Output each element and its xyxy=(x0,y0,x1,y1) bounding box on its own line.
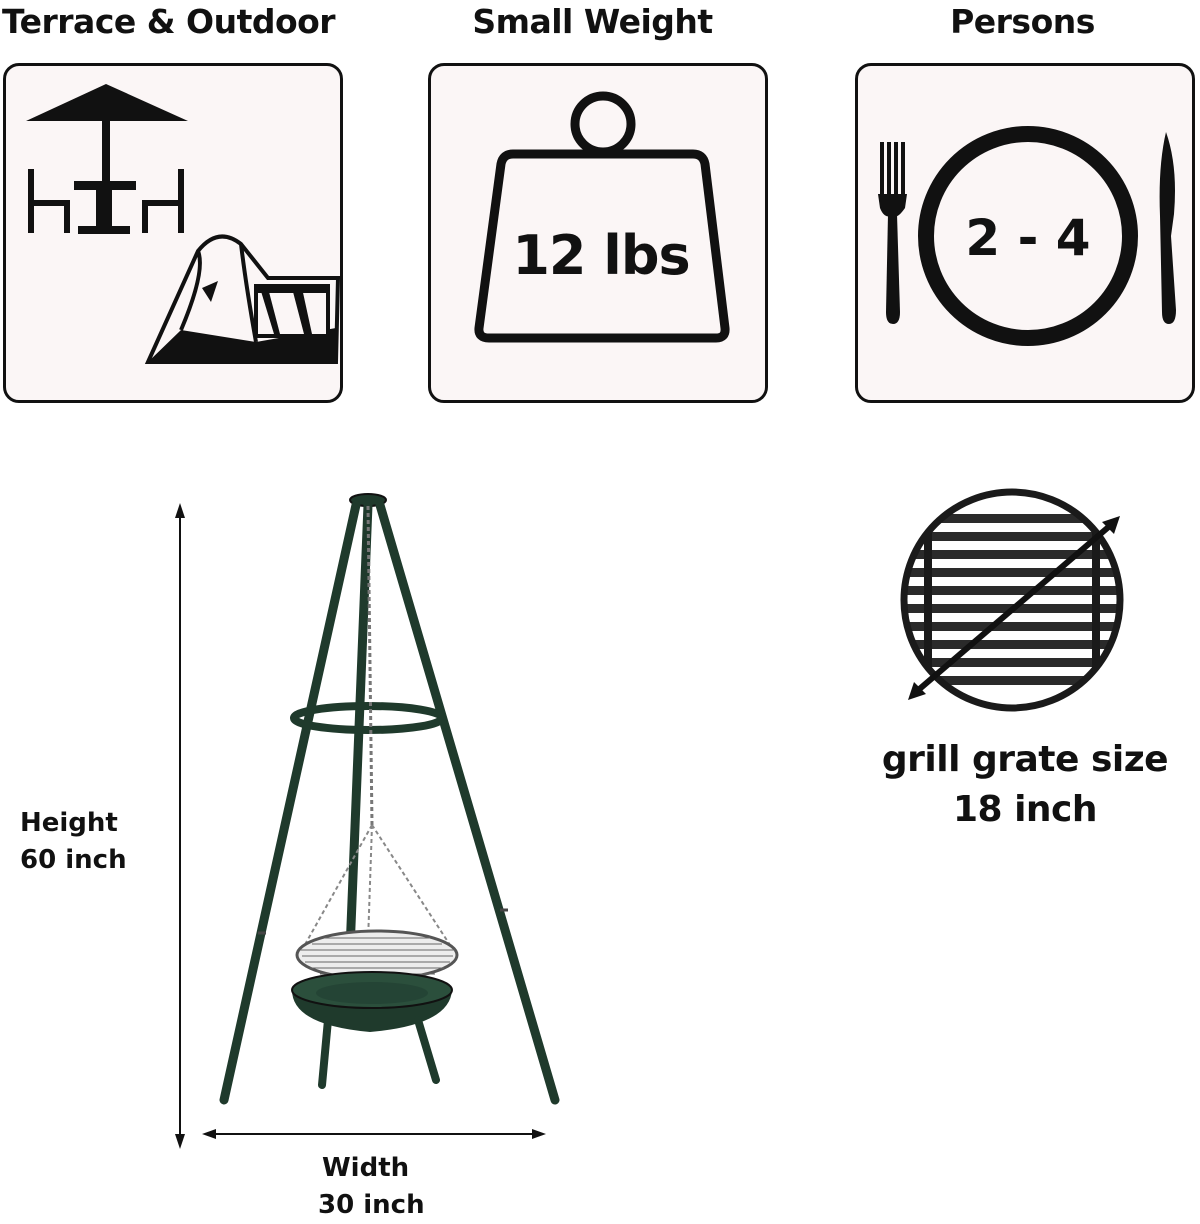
grate-size-label: grill grate size xyxy=(881,739,1169,780)
grate-size-value: 18 inch xyxy=(952,789,1098,830)
small-weight-title: Small Weight xyxy=(472,2,713,41)
persons-card: 2 - 4 xyxy=(855,63,1195,403)
weight-value: 12 lbs xyxy=(512,224,690,287)
height-arrow xyxy=(175,503,185,1149)
terrace-outdoor-card xyxy=(3,63,343,403)
tripod-grill xyxy=(219,493,560,1105)
small-weight-card: 12 lbs xyxy=(428,63,768,403)
height-label: Height xyxy=(20,808,118,838)
persons-value: 2 - 4 xyxy=(965,209,1091,267)
height-value: 60 inch xyxy=(20,845,127,875)
terrace-outdoor-title: Terrace & Outdoor xyxy=(2,2,336,41)
width-label: Width xyxy=(322,1153,410,1183)
plate-and-cutlery-icon xyxy=(878,126,1176,346)
patio-and-tent-icon xyxy=(26,84,340,364)
weight-icon xyxy=(474,91,730,343)
width-arrow xyxy=(202,1129,546,1139)
width-value: 30 inch xyxy=(318,1190,425,1220)
persons-title: Persons xyxy=(950,2,1095,41)
